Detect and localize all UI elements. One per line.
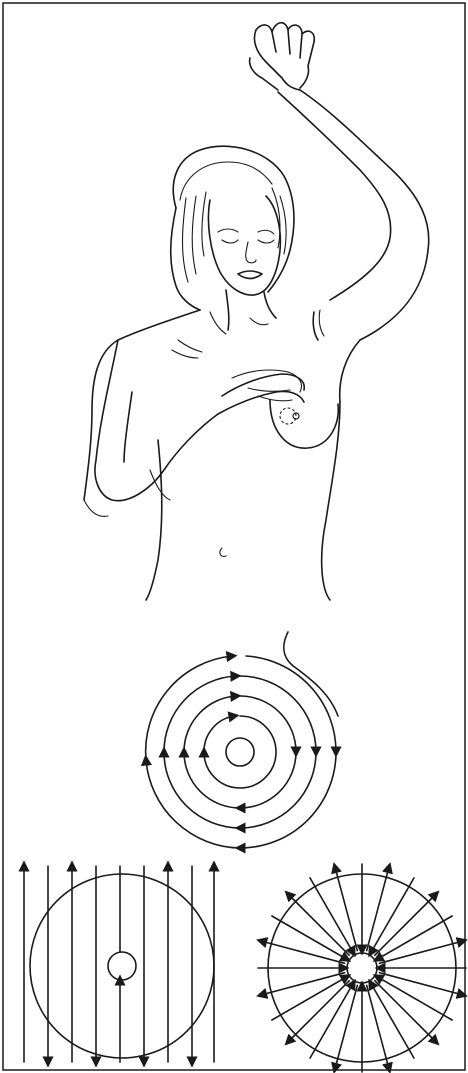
radial-spoke xyxy=(335,868,357,951)
radial-spoke xyxy=(379,941,462,963)
vertical-strip-pattern xyxy=(24,866,214,1062)
radial-wedge-pattern xyxy=(258,864,466,1072)
radial-spoke xyxy=(335,985,357,1068)
radial-spoke xyxy=(379,973,462,995)
radial-spoke xyxy=(289,981,350,1042)
radial-spoke xyxy=(262,941,345,963)
radial-spoke xyxy=(262,973,345,995)
radial-spoke xyxy=(289,895,350,956)
radial-spoke xyxy=(367,868,389,951)
radial-spoke xyxy=(375,981,436,1042)
self-exam-illustration xyxy=(84,23,429,600)
radial-spoke xyxy=(375,895,436,956)
spiral-pattern xyxy=(146,632,338,848)
radial-spoke xyxy=(367,985,389,1068)
